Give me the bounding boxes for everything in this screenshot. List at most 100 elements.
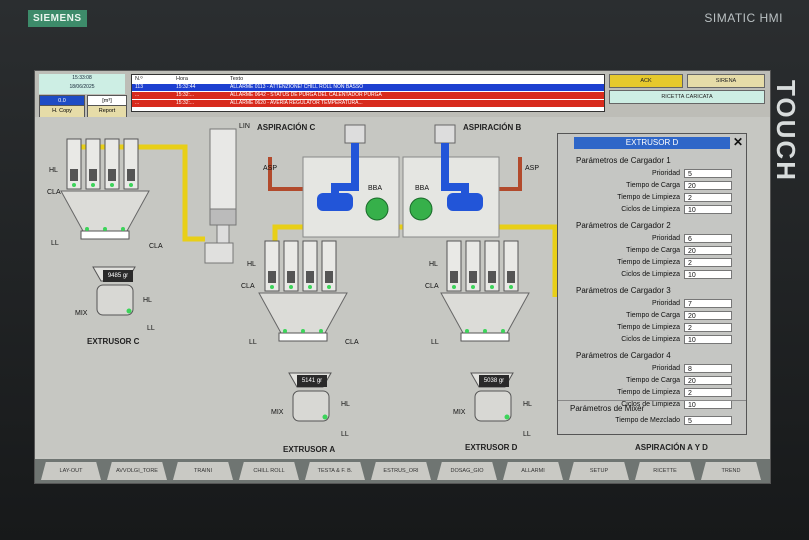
close-icon[interactable]: ✕ <box>732 135 743 149</box>
asp-b-title: ASPIRACIÓN B <box>463 123 522 132</box>
mix-a: MIX <box>271 409 284 416</box>
field-label: Ciclos de Limpieza <box>621 206 680 213</box>
field-label: Tiempo de Limpieza <box>617 389 680 396</box>
alarm-row[interactable]: ... 15:32:... ALLARME 0642 - STATUS DE PUR… <box>132 92 604 99</box>
section-title: Parámetros de Cargador 1 <box>576 156 671 165</box>
extrusor-c-loader <box>104 138 120 190</box>
top-bar: 15:33:08 18/06/2025 0.0 [m³] H. Copy Rep… <box>35 71 770 118</box>
field-value[interactable]: 2 <box>684 193 732 202</box>
cla-a: CLA <box>241 283 255 290</box>
alarm-hora: 15:32:44 <box>176 84 196 90</box>
brand-logo: SIEMENS <box>28 10 87 27</box>
extrusor-d-label[interactable]: EXTRUSOR D <box>465 443 518 452</box>
ll-mix-a: LL <box>341 431 349 438</box>
hl-mix-c: HL <box>143 297 152 304</box>
cla-a2: CLA <box>345 339 359 346</box>
sirena-button[interactable]: SIRENA <box>687 74 765 88</box>
hl-c: HL <box>49 167 58 174</box>
asp-label-c: ASP <box>263 165 278 172</box>
ack-button[interactable]: ACK <box>609 74 683 88</box>
field-value[interactable]: 6 <box>684 234 732 243</box>
nav-button[interactable]: SETUP <box>569 462 629 480</box>
asp-c-title: ASPIRACIÓN C <box>257 123 316 132</box>
field-label: Tiempo de Carga <box>626 377 680 384</box>
extrusor-c-label[interactable]: EXTRUSOR C <box>87 337 140 346</box>
extrusor-c-loader <box>85 138 101 190</box>
nav-button[interactable]: LAY-OUT <box>41 462 101 480</box>
extrusor-a-label[interactable]: EXTRUSOR A <box>283 445 336 454</box>
mix-c: MIX <box>75 310 88 317</box>
mixer-title: Parámetros de Mixer <box>570 404 645 413</box>
cla-d: CLA <box>425 283 439 290</box>
nav-button[interactable]: TREND <box>701 462 761 480</box>
alarm-col-hora: Hora <box>176 76 188 82</box>
field-value[interactable]: 10 <box>684 400 732 409</box>
nav-button[interactable]: AVVOLGI_TORE <box>107 462 167 480</box>
ll-mix-d: LL <box>523 431 531 438</box>
cla-c2: CLA <box>149 243 163 250</box>
hl-d: HL <box>429 261 438 268</box>
field-value[interactable]: 8 <box>684 364 732 373</box>
nav-button[interactable]: ALLARMI <box>503 462 563 480</box>
field-label: Tiempo de Carga <box>626 312 680 319</box>
section-title: Parámetros de Cargador 4 <box>576 351 671 360</box>
receta-status: RICETTA CARICATA <box>609 90 765 104</box>
field-label: Ciclos de Limpieza <box>621 401 680 408</box>
field-value[interactable]: 20 <box>684 181 732 190</box>
nav-button[interactable]: RICETTE <box>635 462 695 480</box>
field-value[interactable]: 2 <box>684 388 732 397</box>
field-value[interactable]: 10 <box>684 205 732 214</box>
field-value[interactable]: 5 <box>684 169 732 178</box>
field-label: Tiempo de Carga <box>626 182 680 189</box>
process-view: ASPIRACIÓN C ASPIRACIÓN B ASPIRACIÓN A Y… <box>35 117 770 457</box>
field-label: Tiempo de Carga <box>626 247 680 254</box>
field-value[interactable]: 2 <box>684 323 732 332</box>
alarm-n: ... <box>135 100 140 106</box>
field-value[interactable]: 10 <box>684 335 732 344</box>
alarm-col-n: N.º <box>135 76 143 82</box>
field-value[interactable]: 2 <box>684 258 732 267</box>
nav-button[interactable]: TRAINI <box>173 462 233 480</box>
clock-time: 15:33:08 <box>72 75 92 81</box>
nav-button[interactable]: CHILL ROLL <box>239 462 299 480</box>
clock-date: 18/06/2025 <box>69 84 95 90</box>
panel-title: EXTRUSOR D <box>574 137 730 149</box>
field-label: Ciclos de Limpieza <box>621 336 680 343</box>
field-label: Prioridad <box>651 365 680 372</box>
extrusor-d-panel: EXTRUSOR D ✕ Parámetros de Cargador 1 Pri… <box>557 133 747 435</box>
extrusor-a-loader <box>302 240 318 292</box>
hl-a: HL <box>247 261 256 268</box>
alarm-row[interactable]: ...15:32:...ALLARME 0620 - AVERIA REGULA… <box>132 100 604 107</box>
field-label: Tiempo de Limpieza <box>617 324 680 331</box>
extrusor-a-mixer <box>292 390 330 422</box>
extrusor-a-loader <box>264 240 280 292</box>
extrusor-d-loader <box>446 240 462 292</box>
extrusor-a-loader <box>283 240 299 292</box>
field-value[interactable]: 20 <box>684 246 732 255</box>
alarm-hora: 15:32:... <box>176 92 195 98</box>
alarm-texto: ALLARME 0113 - ATTENZIONE! CHILL ROLL NO… <box>230 84 364 90</box>
clock-display: 15:33:08 18/06/2025 <box>39 74 125 94</box>
alarm-n: ... <box>135 92 140 98</box>
section-title: Parámetros de Cargador 2 <box>576 221 671 230</box>
hmi-screen: 15:33:08 18/06/2025 0.0 [m³] H. Copy Rep… <box>34 70 771 484</box>
field-label: Ciclos de Limpieza <box>621 271 680 278</box>
asp-label-b: ASP <box>525 165 540 172</box>
ll-mix-c: LL <box>147 325 155 332</box>
field-value[interactable]: 7 <box>684 299 732 308</box>
field-value[interactable]: 20 <box>684 311 732 320</box>
model-label: SIMATIC HMI <box>704 11 783 25</box>
nav-button[interactable]: DOSAG_GIO <box>437 462 497 480</box>
nav-button[interactable]: TESTA & F. B. <box>305 462 365 480</box>
field-value[interactable]: 10 <box>684 270 732 279</box>
alarm-texto: ALLARME 0642 - STATUS DE PURGA DEL CALEN… <box>230 92 382 98</box>
alarm-hora: 15:32:... <box>176 100 195 106</box>
field-label: Tiempo de Limpieza <box>617 259 680 266</box>
nav-button[interactable]: ESTRUS_ORI <box>371 462 431 480</box>
mixer-value[interactable]: 5 <box>684 416 732 425</box>
weight-d: 5038 gr <box>479 375 509 387</box>
weight-c: 9485 gr <box>103 270 133 282</box>
field-value[interactable]: 20 <box>684 376 732 385</box>
